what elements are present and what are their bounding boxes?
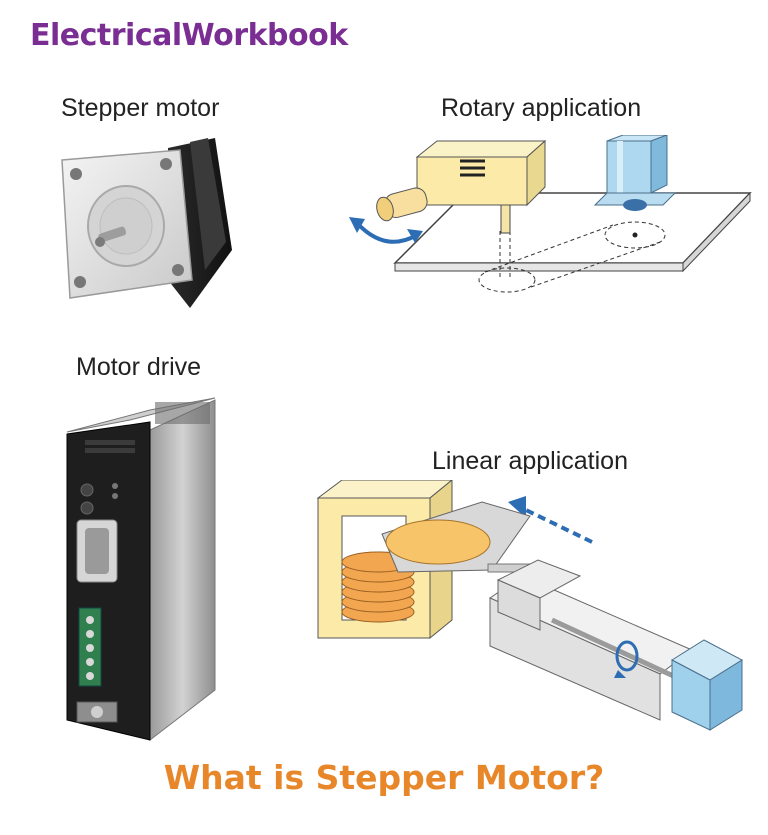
linear-application-label: Linear application (432, 447, 628, 475)
rotary-application-label: Rotary application (441, 94, 642, 122)
rotary-application-icon (349, 135, 752, 293)
stepper-motor-icon (61, 138, 232, 308)
stepper-motor-label: Stepper motor (61, 94, 220, 122)
linear-application-icon (316, 480, 744, 731)
motor-drive-label: Motor drive (76, 353, 202, 381)
page-footer-title: What is Stepper Motor? (163, 758, 605, 797)
motor-drive-icon (66, 397, 216, 742)
site-brand: ElectricalWorkbook (30, 18, 348, 53)
